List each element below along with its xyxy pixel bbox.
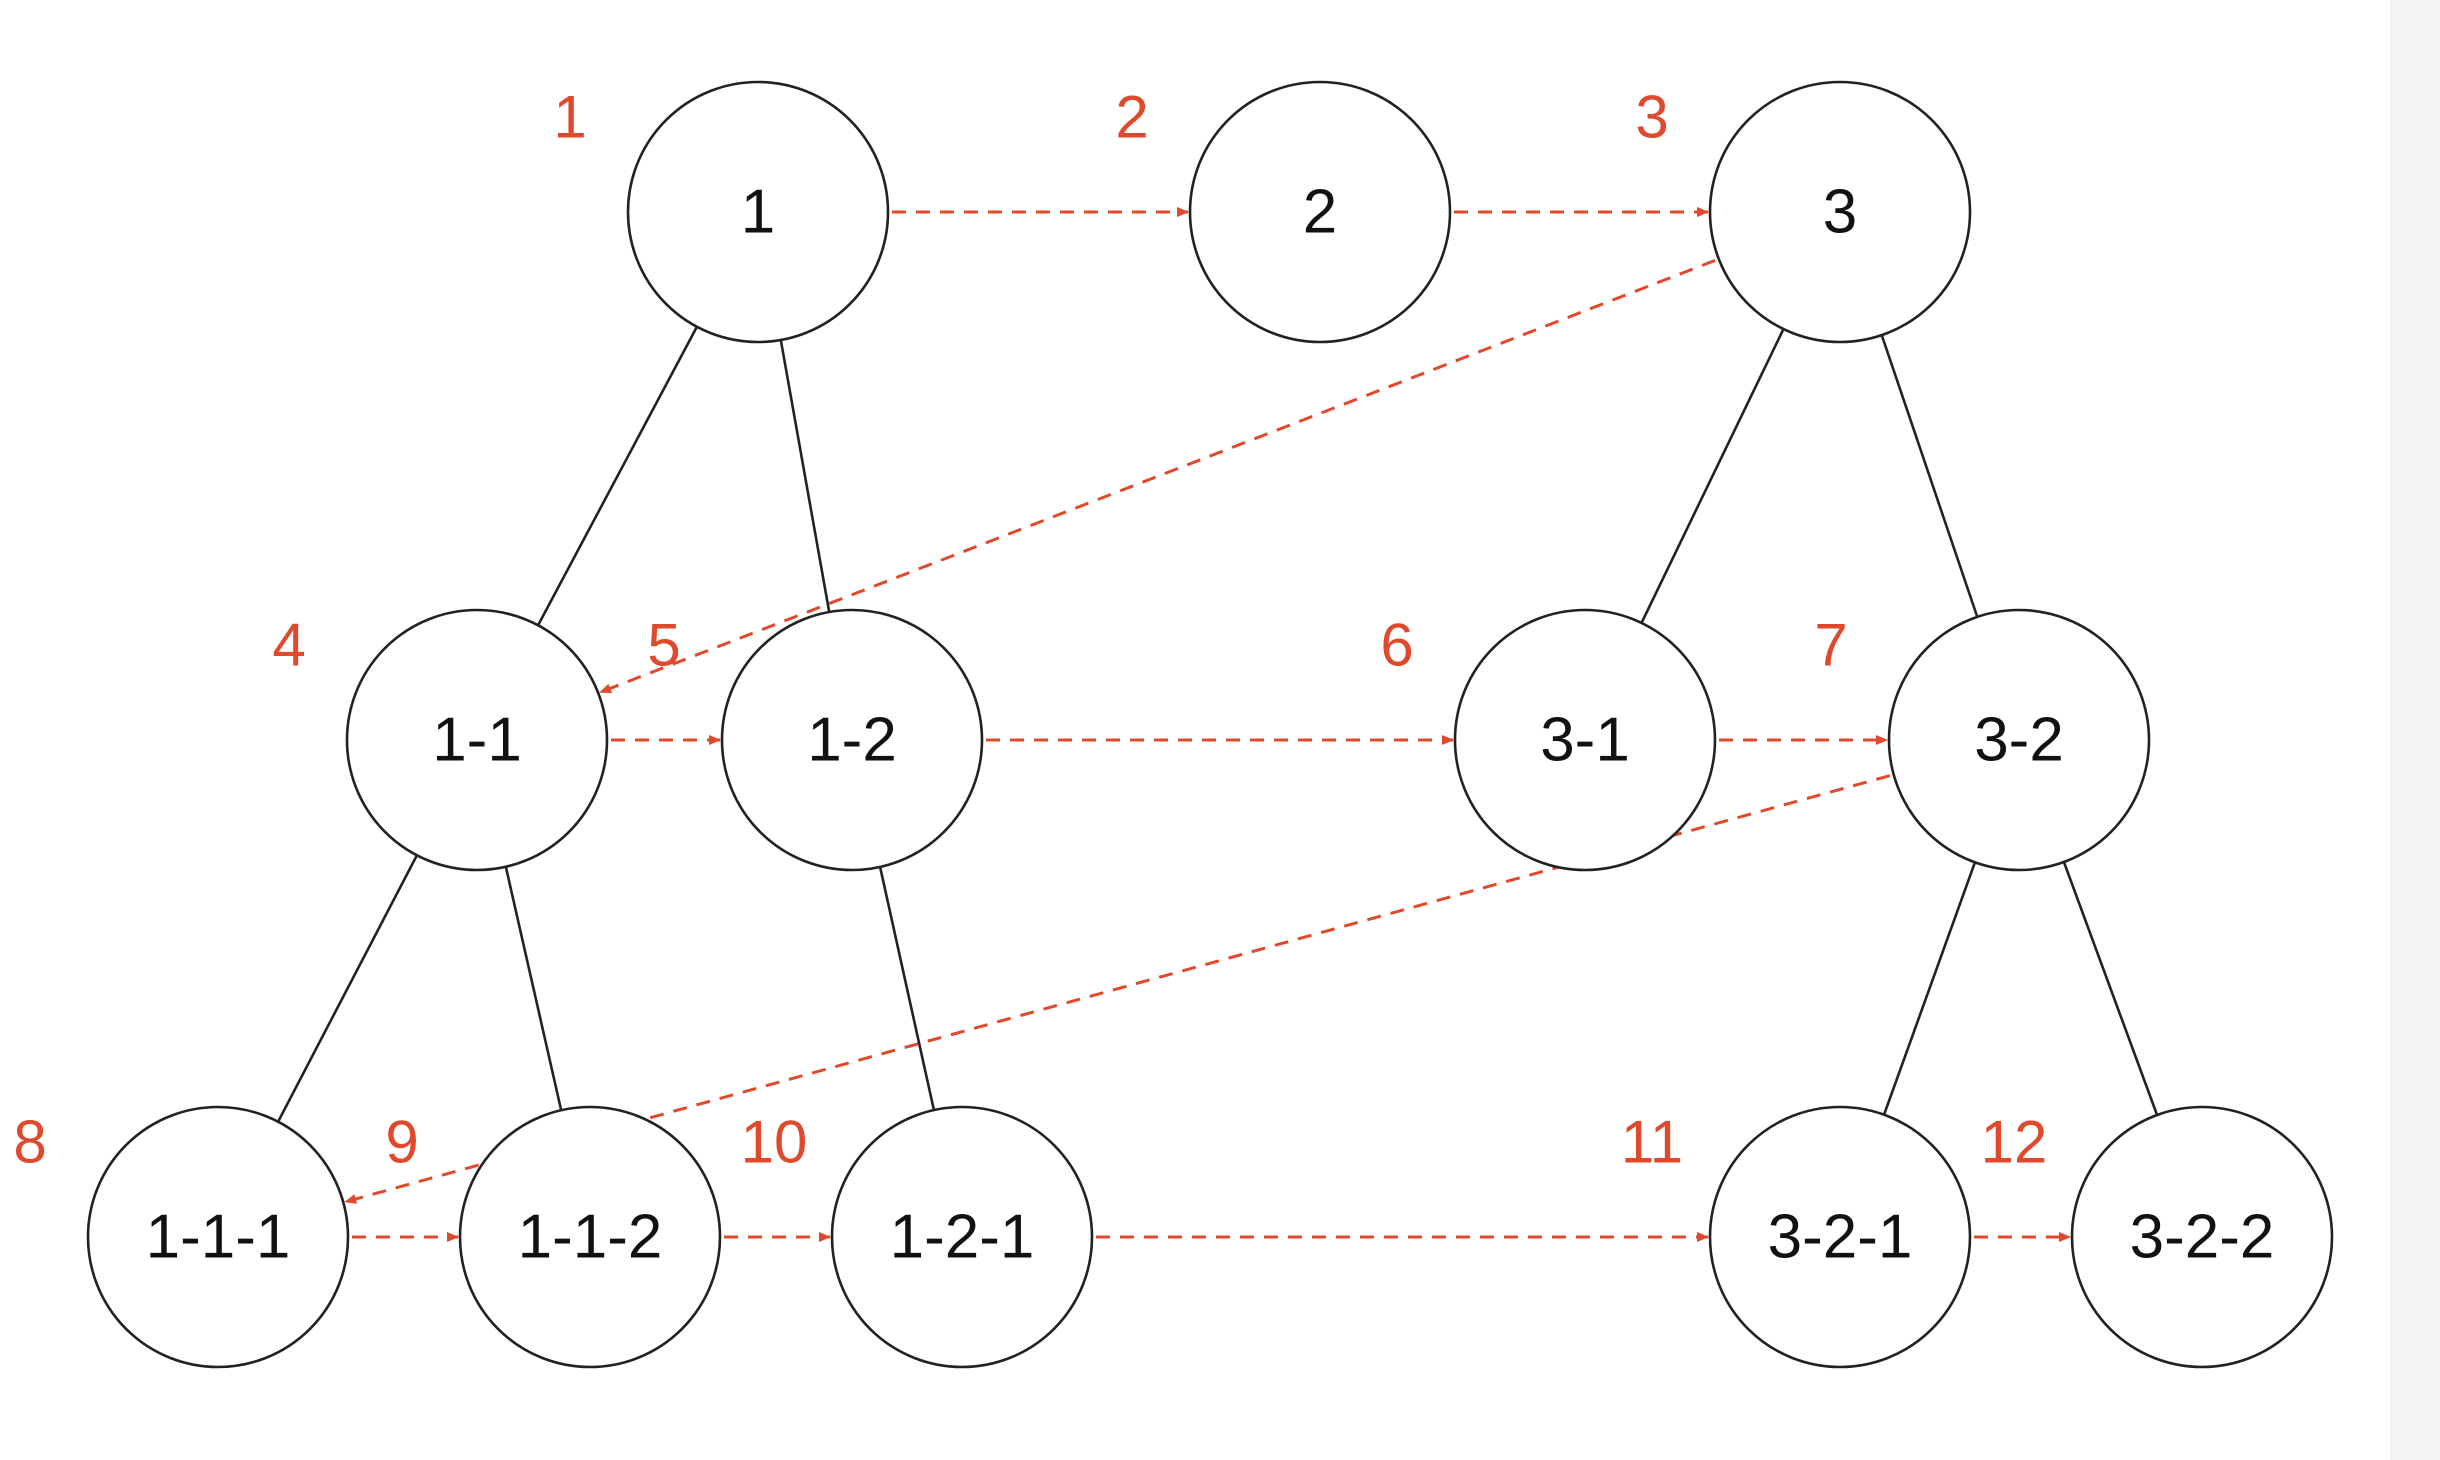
visit-order-label: 2: [1115, 84, 1148, 151]
tree-node-1-2: 1-2: [720, 608, 984, 872]
node-label: 1: [741, 178, 775, 247]
tree-edges: [276, 326, 2159, 1123]
visit-order-label: 12: [1981, 1109, 2048, 1176]
tree-edge-1-to-1-1: [536, 326, 699, 626]
node-label: 1-1: [432, 706, 522, 775]
node-label: 1-1-2: [518, 1203, 663, 1272]
tree-edge-3-to-3-1: [1640, 328, 1785, 624]
node-label: 1-1-1: [146, 1203, 291, 1272]
node-circle: [1188, 80, 1452, 344]
tree-node-1-1-1: 1-1-1: [86, 1105, 350, 1369]
tree-node-1: 1: [626, 80, 890, 344]
node-circle: [2070, 1105, 2334, 1369]
node-label: 3-1: [1540, 706, 1630, 775]
node-label: 1-2: [807, 706, 897, 775]
visit-order-label: 7: [1814, 612, 1847, 679]
tree-node-3: 3: [1708, 80, 1972, 344]
node-circle: [458, 1105, 722, 1369]
visit-order-label: 3: [1635, 84, 1668, 151]
node-label: 1-2-1: [890, 1203, 1035, 1272]
visit-order-label: 5: [647, 612, 680, 679]
node-label: 2: [1303, 178, 1337, 247]
tree-node-3-1: 3-1: [1453, 608, 1717, 872]
traversal-arrow-3-to-1-1: [599, 259, 1716, 694]
node-circle: [720, 608, 984, 872]
node-circle: [830, 1105, 1094, 1369]
node-circle: [345, 608, 609, 872]
tree-edge-1-1-to-1-1-2: [504, 866, 563, 1111]
tree-edge-3-2-to-3-2-1: [1882, 861, 1977, 1116]
node-circle: [1453, 608, 1717, 872]
tree-edge-1-to-1-2: [779, 339, 831, 613]
node-label: 3: [1823, 178, 1857, 247]
tree-node-1-2-1: 1-2-1: [830, 1105, 1094, 1369]
visit-order-label: 10: [741, 1109, 808, 1176]
node-circle: [86, 1105, 350, 1369]
node-label: 3-2-1: [1768, 1203, 1913, 1272]
tree-node-1-1-2: 1-1-2: [458, 1105, 722, 1369]
node-circle: [1708, 80, 1972, 344]
scrollbar-gutter[interactable]: [2390, 0, 2440, 1460]
tree-node-3-2-1: 3-2-1: [1708, 1105, 1972, 1369]
tree-node-3-2-2: 3-2-2: [2070, 1105, 2334, 1369]
tree-edge-3-to-3-2: [1880, 334, 1979, 618]
tree-edge-1-1-to-1-1-1: [276, 854, 419, 1123]
node-circle: [1708, 1105, 1972, 1369]
visit-order-label: 4: [272, 612, 305, 679]
visit-order-label: 11: [1621, 1109, 1683, 1176]
tree-edge-1-2-to-1-2-1: [878, 866, 936, 1111]
node-label: 3-2: [1974, 706, 2064, 775]
node-circle: [626, 80, 890, 344]
visit-order-label: 9: [385, 1109, 418, 1176]
visit-order-label: 1: [553, 84, 586, 151]
visit-order-label: 6: [1380, 612, 1413, 679]
node-circle: [1887, 608, 2151, 872]
node-label: 3-2-2: [2130, 1203, 2275, 1272]
tree-node-2: 2: [1188, 80, 1452, 344]
tree-edge-3-2-to-3-2-2: [2062, 861, 2159, 1116]
visit-order-label: 8: [13, 1109, 46, 1176]
tree-node-3-2: 3-2: [1887, 608, 2151, 872]
tree-node-1-1: 1-1: [345, 608, 609, 872]
